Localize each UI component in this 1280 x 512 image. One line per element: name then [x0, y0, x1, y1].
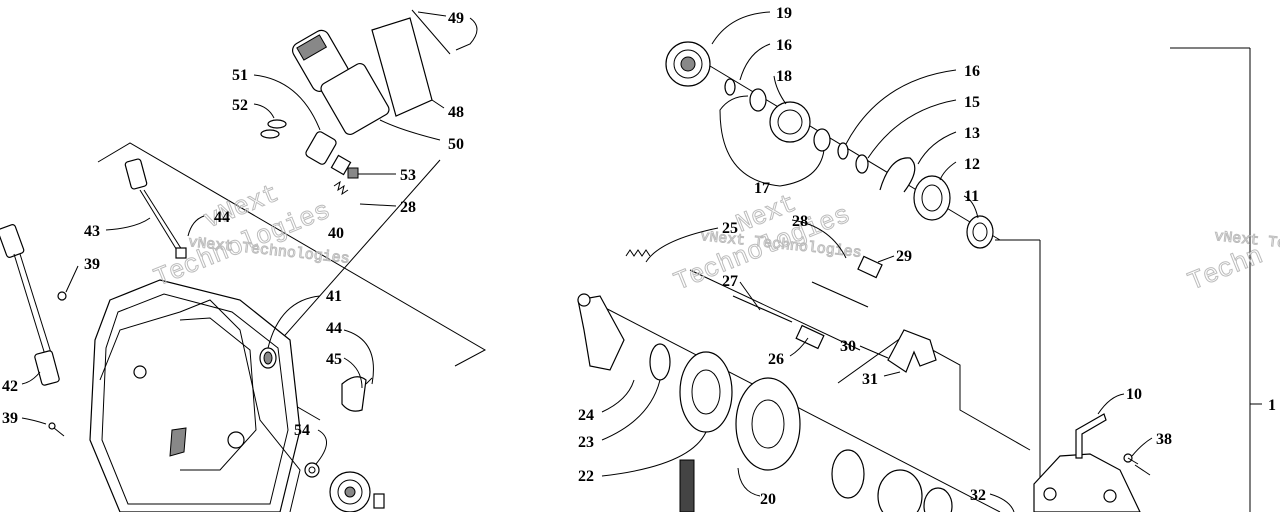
callout-49: 49	[448, 10, 464, 27]
callout-11: 11	[964, 188, 979, 205]
watermarks: vNext Technologies Technologies vNext vN…	[149, 178, 1280, 298]
callout-42: 42	[2, 378, 18, 395]
callout-15: 15	[964, 94, 980, 111]
housing-cover	[89, 279, 301, 512]
callout-39-bottom: 39	[2, 410, 18, 427]
callout-27: 27	[722, 273, 738, 290]
callouts: 49 48 50 51 52 53 28 43 44 40 39 41 44 4…	[2, 5, 1276, 508]
callout-32: 32	[970, 487, 986, 504]
callout-20: 20	[760, 491, 776, 508]
callout-53: 53	[400, 167, 416, 184]
callout-30: 30	[840, 338, 856, 355]
callout-29: 29	[896, 248, 912, 265]
leader-lines	[21, 11, 1153, 512]
callout-19: 19	[776, 5, 792, 22]
callout-44-top: 44	[214, 209, 230, 226]
callout-12: 12	[964, 156, 980, 173]
case-right	[1033, 413, 1141, 512]
callout-52: 52	[232, 97, 248, 114]
callout-31: 31	[862, 371, 878, 388]
callout-44-bottom: 44	[326, 320, 342, 337]
gear-stack-top	[665, 41, 994, 249]
wire-harness-43	[124, 158, 187, 259]
callout-25: 25	[722, 220, 738, 237]
callout-16-top: 16	[776, 37, 792, 54]
callout-24: 24	[578, 407, 594, 424]
watermark-right-lg: Techn	[1184, 240, 1268, 297]
callout-51: 51	[232, 67, 248, 84]
gasket-40	[99, 299, 301, 512]
callout-28-right: 28	[792, 213, 808, 230]
callout-54: 54	[294, 422, 310, 439]
shift-linkage	[577, 249, 937, 373]
wire-harness-42	[0, 224, 60, 386]
coupler-and-o-rings	[260, 119, 359, 196]
callout-23: 23	[578, 434, 594, 451]
callout-41: 41	[326, 288, 342, 305]
small-parts-left	[48, 291, 385, 512]
callout-18: 18	[776, 68, 792, 85]
callout-17: 17	[754, 180, 770, 197]
callout-1: 1	[1268, 397, 1276, 414]
callout-38: 38	[1156, 431, 1172, 448]
callout-13: 13	[964, 125, 980, 142]
callout-45: 45	[326, 351, 342, 368]
callout-40: 40	[328, 225, 344, 242]
callout-50: 50	[448, 136, 464, 153]
callout-39-top: 39	[84, 256, 100, 273]
callout-26: 26	[768, 351, 784, 368]
callout-10: 10	[1126, 386, 1142, 403]
callout-16-right: 16	[964, 63, 980, 80]
callout-28-left: 28	[400, 199, 416, 216]
callout-43: 43	[84, 223, 100, 240]
callout-48: 48	[448, 104, 464, 121]
callout-22: 22	[578, 468, 594, 485]
